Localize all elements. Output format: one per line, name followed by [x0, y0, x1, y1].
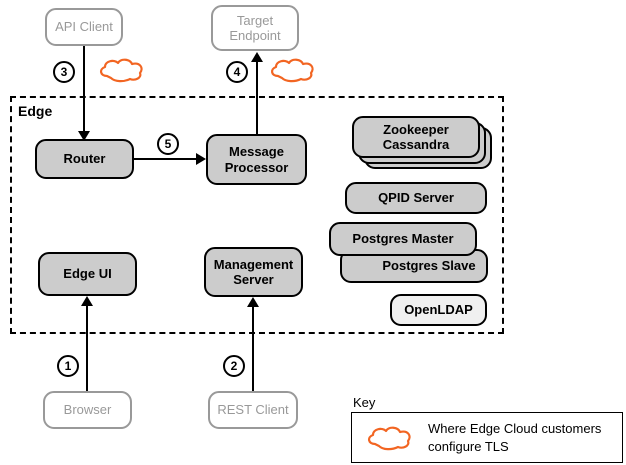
node-edge-ui[interactable]: Edge UI — [38, 252, 137, 296]
connector-mp-to-target-endpoint — [256, 62, 258, 137]
connector-browser-to-edge-ui — [86, 306, 88, 392]
node-openldap[interactable]: OpenLDAP — [390, 294, 487, 326]
badge-5[interactable]: 5 — [157, 133, 179, 155]
badge-5-label: 5 — [164, 137, 172, 151]
node-browser[interactable]: Browser — [43, 391, 132, 429]
node-message-processor-label: Message Processor — [224, 144, 289, 175]
key-title: Key — [353, 395, 376, 410]
badge-1-label: 1 — [64, 359, 72, 373]
node-rest-client[interactable]: REST Client — [208, 391, 298, 429]
badge-2[interactable]: 2 — [223, 355, 245, 377]
node-postgres-master-label: Postgres Master — [352, 231, 454, 247]
arrow-api-client-to-router — [78, 131, 90, 141]
arrow-router-to-mp — [196, 153, 206, 165]
cloud-icon-tls-3 — [100, 58, 143, 83]
node-edge-ui-label: Edge UI — [63, 266, 112, 282]
node-browser-label: Browser — [63, 402, 112, 418]
arrow-mp-to-target-endpoint — [251, 52, 263, 62]
node-postgres-master[interactable]: Postgres Master — [329, 222, 477, 256]
node-target-endpoint-label: Target Endpoint — [229, 12, 281, 43]
cloud-icon-key — [368, 426, 411, 451]
node-qpid-server-label: QPID Server — [378, 190, 454, 206]
arrow-browser-to-edge-ui — [81, 296, 93, 306]
badge-4[interactable]: 4 — [226, 61, 248, 83]
node-management-server[interactable]: Management Server — [204, 247, 303, 297]
connector-api-client-to-router — [83, 46, 85, 141]
edge-container — [10, 96, 504, 334]
connector-router-to-mp — [134, 158, 196, 160]
edge-container-label: Edge — [18, 103, 53, 119]
key-entry-label: Where Edge Cloud customers configure TLS — [428, 421, 602, 454]
badge-2-label: 2 — [230, 359, 238, 373]
node-rest-client-label: REST Client — [217, 402, 289, 418]
node-router[interactable]: Router — [35, 139, 134, 179]
node-api-client[interactable]: API Client — [45, 8, 123, 46]
node-router-label: Router — [63, 151, 106, 167]
node-management-server-label: Management Server — [213, 256, 294, 287]
node-api-client-label: API Client — [55, 19, 113, 35]
node-target-endpoint[interactable]: Target Endpoint — [211, 5, 299, 51]
badge-1[interactable]: 1 — [57, 355, 79, 377]
node-cassandra-label: Cassandra — [382, 137, 450, 152]
connector-rest-client-to-management-server — [252, 307, 254, 392]
node-postgres-slave-label: Postgres Slave — [382, 258, 476, 274]
node-qpid-server[interactable]: QPID Server — [345, 182, 487, 214]
badge-3[interactable]: 3 — [53, 61, 75, 83]
badge-3-label: 3 — [60, 65, 68, 79]
node-openldap-label: OpenLDAP — [404, 302, 473, 318]
node-zookeeper-cassandra[interactable]: Zookeeper Cassandra — [352, 116, 480, 158]
cloud-icon-tls-4 — [271, 58, 314, 83]
node-message-processor[interactable]: Message Processor — [206, 134, 307, 185]
badge-4-label: 4 — [233, 65, 241, 79]
node-zookeeper-label: Zookeeper — [383, 121, 449, 137]
key-box — [351, 412, 623, 463]
arrow-rest-client-to-management-server — [247, 297, 259, 307]
